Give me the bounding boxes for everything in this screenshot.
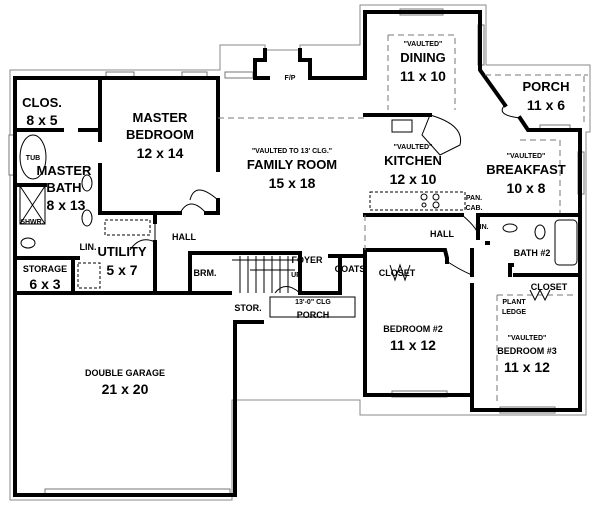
shower-label: SHWR. — [20, 219, 43, 226]
master-bedroom-label: MASTER — [133, 110, 189, 125]
kitchen-size: 12 x 10 — [390, 171, 437, 187]
sink-icon — [391, 119, 413, 133]
porch-size: 11 x 6 — [527, 97, 565, 113]
bedroom3-size: 11 x 12 — [504, 359, 550, 375]
foyer-label: FOYER — [291, 255, 323, 265]
storage-size: 6 x 3 — [29, 276, 60, 292]
dining-label: DINING — [400, 50, 446, 65]
coats-label: COATS — [335, 264, 366, 274]
closet-bed3-label: CLOSET — [531, 282, 568, 292]
fireplace-label: F/P — [285, 75, 296, 82]
master-bath-label-2: BATH — [46, 180, 81, 195]
closet-master-label: CLOS. — [22, 95, 62, 110]
linen-right-label: LIN. — [475, 224, 488, 231]
bath2-label: BATH #2 — [514, 248, 551, 258]
family-room-size: 15 x 18 — [269, 175, 316, 191]
counter-peninsula — [421, 114, 462, 156]
front-porch-note: 13'-0" CLG — [295, 299, 331, 306]
pantry-label: PAN. — [466, 195, 482, 202]
walls — [13, 10, 582, 497]
outer-outline — [9, 4, 591, 501]
front-porch-label: PORCH — [297, 310, 330, 320]
bedroom3-note: "VAULTED" — [508, 335, 547, 342]
kitchen-label: KITCHEN — [384, 153, 442, 168]
bathtub-icon — [554, 219, 578, 266]
utility-size: 5 x 7 — [106, 262, 137, 278]
bedroom2-size: 11 x 12 — [390, 337, 436, 353]
bedroom2-label: BEDROOM #2 — [383, 324, 443, 334]
master-bedroom-label-2: BEDROOM — [126, 127, 194, 142]
stairs-up-label: UP — [291, 272, 301, 279]
utility-label: UTILITY — [97, 244, 146, 259]
stairs — [232, 256, 300, 293]
sink-icon — [502, 223, 518, 233]
tub-icon — [19, 134, 47, 180]
closet-bed2-label: CLOSET — [379, 268, 416, 278]
garage-label: DOUBLE GARAGE — [85, 368, 165, 378]
bedroom3-label: BEDROOM #3 — [497, 346, 557, 356]
master-bath-label: MASTER — [37, 163, 93, 178]
hall-left-label: HALL — [172, 232, 196, 242]
plant-ledge-label-2: LEDGE — [502, 309, 526, 316]
closet-master-size: 8 x 5 — [26, 112, 57, 128]
broom-closet-label: BRM. — [194, 268, 217, 278]
hall-right-label: HALL — [430, 229, 454, 239]
dining-note: "VAULTED" — [404, 41, 443, 48]
family-room-note: "VAULTED TO 13' CLG." — [252, 148, 332, 155]
shower-icon — [19, 185, 46, 225]
linen-master-label: LIN. — [80, 242, 97, 252]
breakfast-note: "VAULTED" — [507, 153, 546, 160]
kitchen-note: "VAULTED" — [394, 144, 433, 151]
stor-label: STOR. — [234, 303, 261, 313]
fixtures — [19, 114, 578, 318]
room-labels: CLOS. 8 x 5 MASTER BEDROOM 12 x 14 TUB M… — [20, 41, 569, 397]
toilet-icon — [20, 237, 36, 249]
pantry-label-2: CAB. — [465, 205, 482, 212]
family-room-label: FAMILY ROOM — [247, 157, 337, 172]
breakfast-label: BREAKFAST — [486, 162, 566, 177]
doors[interactable] — [129, 104, 551, 302]
plant-ledge-label: PLANT — [502, 299, 526, 306]
master-bath-size: 8 x 13 — [47, 197, 86, 213]
porch-label: PORCH — [523, 79, 570, 94]
tub-label: TUB — [26, 155, 40, 162]
breakfast-size: 10 x 8 — [507, 180, 546, 196]
storage-label: STORAGE — [23, 264, 67, 274]
dining-size: 11 x 10 — [400, 68, 446, 84]
toilet-icon — [534, 224, 546, 240]
garage-size: 21 x 20 — [102, 381, 149, 397]
master-bedroom-size: 12 x 14 — [137, 145, 184, 161]
